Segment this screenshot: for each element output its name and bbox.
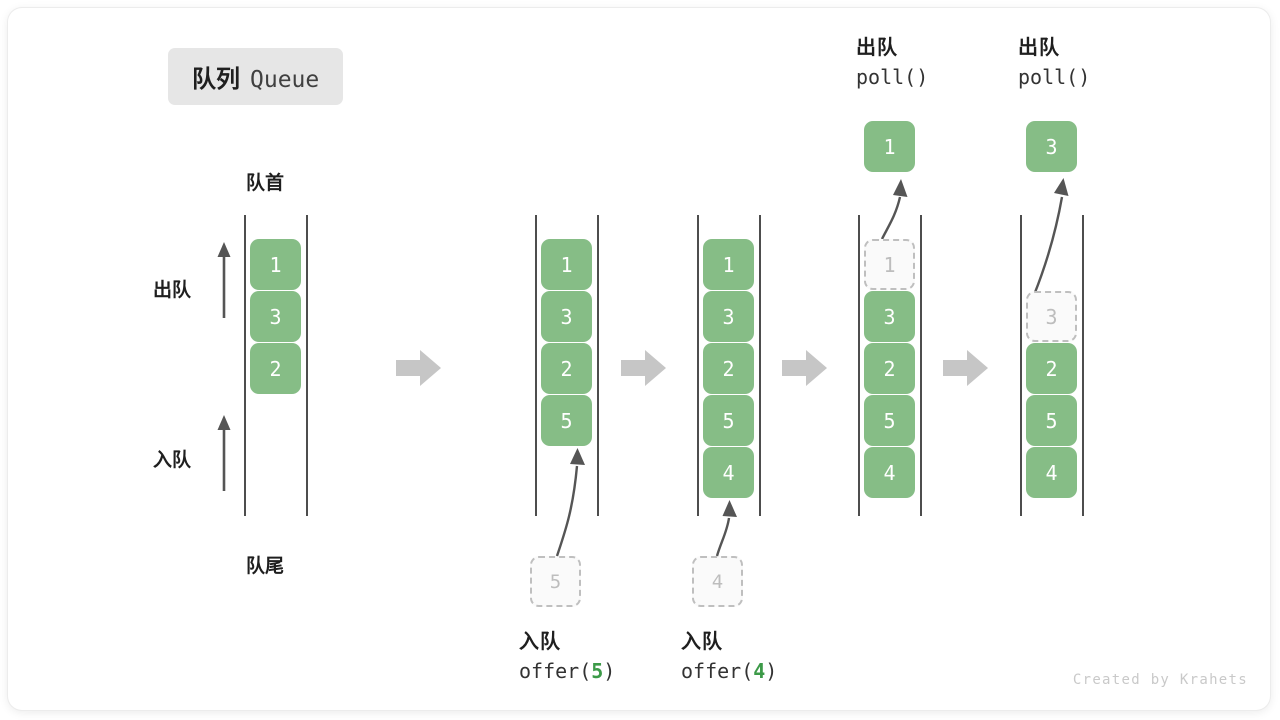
queue-column-offer-4: 1 3 2 5 4 4 入队 offer(4) [681, 8, 811, 710]
queue-slot: 4 [864, 447, 915, 498]
step-arrow-icon [621, 348, 667, 388]
operation-caption-code: offer(5) [519, 659, 616, 683]
rail-left [244, 215, 246, 516]
queue-slot: 3 [703, 291, 754, 342]
enqueue-up-arrow-icon [217, 415, 231, 491]
step-arrow-icon [943, 348, 989, 388]
title-english: Queue [250, 67, 320, 93]
enqueue-curved-arrow-icon [715, 500, 737, 557]
watermark: Created by Krahets [1072, 672, 1248, 688]
incoming-element-ghost: 4 [692, 556, 743, 607]
queue-cell: 4 [864, 447, 915, 498]
queue-slot: 1 [864, 239, 915, 290]
operation-header: 出队 poll() [856, 34, 928, 92]
queue-slot: 5 [541, 395, 592, 446]
operation-header-chinese: 出队 [856, 37, 898, 59]
queue-cell: 5 [541, 395, 592, 446]
queue-column-offer-5: 1 3 2 5 5 入队 offer(5) [519, 8, 649, 710]
queue-slot: 5 [703, 395, 754, 446]
popped-element: 3 [1026, 121, 1077, 172]
queue-cell: 3 [250, 291, 301, 342]
queue-slot: 3 [250, 291, 301, 342]
queue-slot: 2 [1026, 343, 1077, 394]
queue-slot: 4 [703, 447, 754, 498]
queue-cell: 3 [541, 291, 592, 342]
queue-column-poll-3: 出队 poll() 3 3 2 5 4 [1004, 8, 1134, 710]
queue-cell: 5 [1026, 395, 1077, 446]
dequeue-side-label: 出队 [153, 280, 192, 301]
queue-slot: 4 [1026, 447, 1077, 498]
step-arrow-icon [396, 348, 442, 388]
rail-left [858, 215, 860, 516]
queue-slot: 3 [864, 291, 915, 342]
queue-cell: 5 [703, 395, 754, 446]
queue-slot: 2 [250, 343, 301, 394]
title-chinese: 队列 [192, 66, 240, 93]
operation-caption-chinese: 入队 [519, 631, 561, 653]
rail-right [306, 215, 308, 516]
queue-cell: 2 [250, 343, 301, 394]
operation-caption-chinese: 入队 [681, 631, 723, 653]
queue-slot: 3 [541, 291, 592, 342]
rail-right [920, 215, 922, 516]
queue-cell: 1 [541, 239, 592, 290]
queue-cell: 2 [864, 343, 915, 394]
operation-caption: 入队 offer(4) [681, 628, 777, 686]
queue-slot: 1 [541, 239, 592, 290]
queue-front-label: 队首 [246, 173, 285, 194]
diagram-title: 队列 Queue [168, 48, 344, 105]
queue-cell-ghost: 3 [1026, 291, 1077, 342]
queue-cell-ghost: 1 [864, 239, 915, 290]
enqueue-curved-arrow-icon [555, 448, 585, 557]
queue-slot: 1 [250, 239, 301, 290]
queue-slot: 3 [1026, 291, 1077, 342]
step-arrow-icon [782, 348, 828, 388]
rail-right [1082, 215, 1084, 516]
queue-cell: 4 [703, 447, 754, 498]
incoming-element-ghost: 5 [530, 556, 581, 607]
queue-cell: 3 [864, 291, 915, 342]
rail-right [597, 215, 599, 516]
popped-element: 1 [864, 121, 915, 172]
queue-slot: 5 [864, 395, 915, 446]
enqueue-side-label: 入队 [153, 450, 192, 471]
operation-header: 出队 poll() [1018, 34, 1090, 92]
rail-left [1020, 215, 1022, 516]
queue-cell: 2 [1026, 343, 1077, 394]
operation-header-code: poll() [856, 65, 929, 89]
diagram-canvas: 队列 Queue 队首 队尾 出队 入队 1 3 2 1 3 [8, 8, 1270, 710]
queue-slot: 1 [703, 239, 754, 290]
queue-cell: 3 [703, 291, 754, 342]
queue-cell: 5 [864, 395, 915, 446]
queue-cell: 1 [250, 239, 301, 290]
rail-left [697, 215, 699, 516]
queue-slot: 2 [864, 343, 915, 394]
queue-cell: 1 [703, 239, 754, 290]
queue-slot: 2 [541, 343, 592, 394]
dequeue-curved-arrow-icon [880, 179, 908, 240]
rail-left [535, 215, 537, 516]
operation-caption: 入队 offer(5) [519, 628, 615, 686]
dequeue-up-arrow-icon [217, 242, 231, 318]
operation-header-code: poll() [1018, 65, 1091, 89]
queue-column-initial: 1 3 2 [228, 8, 358, 710]
queue-rear-label: 队尾 [246, 556, 285, 577]
queue-cell: 2 [703, 343, 754, 394]
operation-caption-code: offer(4) [681, 659, 778, 683]
queue-cell: 2 [541, 343, 592, 394]
queue-cell: 4 [1026, 447, 1077, 498]
operation-header-chinese: 出队 [1018, 37, 1060, 59]
rail-right [759, 215, 761, 516]
dequeue-curved-arrow-icon [1032, 178, 1069, 296]
queue-column-poll-1: 出队 poll() 1 1 3 2 5 4 [842, 8, 972, 710]
queue-slot: 5 [1026, 395, 1077, 446]
queue-slot: 2 [703, 343, 754, 394]
